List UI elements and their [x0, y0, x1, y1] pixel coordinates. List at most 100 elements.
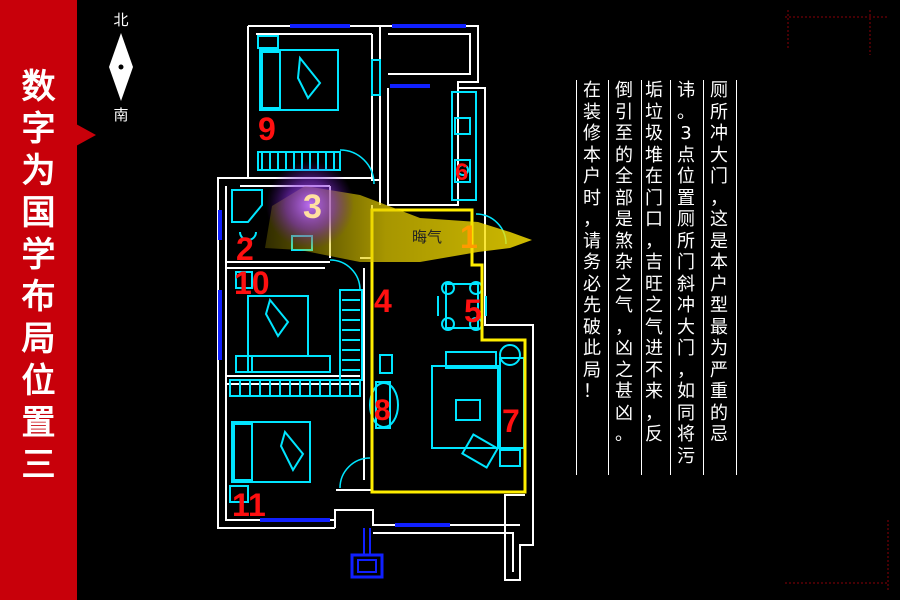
text-char: 反: [645, 424, 663, 445]
text-char: 之: [615, 359, 633, 381]
text-char: 垃: [645, 101, 663, 123]
text-char: 破: [583, 316, 601, 338]
text-char: 门: [645, 187, 663, 209]
text-char: 装: [583, 101, 601, 123]
text-char: 型: [710, 295, 728, 316]
text-char: 门: [710, 166, 728, 187]
text-char: 部: [615, 187, 633, 209]
text-char: 将: [677, 424, 695, 445]
text-char: 所: [710, 101, 728, 123]
text-char: 口: [645, 209, 663, 230]
title-char: 位: [21, 361, 56, 401]
compass-icon: [109, 33, 133, 101]
title-suffix: 三: [21, 445, 56, 485]
position-number-9: 9: [258, 111, 276, 147]
text-char: 置: [677, 187, 695, 209]
text-char: ，: [645, 230, 663, 252]
text-char: 点: [677, 144, 695, 166]
text-char: 甚: [615, 381, 633, 402]
text-char: 厕: [710, 80, 728, 101]
text-char: 进: [645, 338, 663, 359]
position-number-1: 1: [460, 219, 478, 255]
text-char: 冲: [710, 123, 728, 144]
text-char: 所: [677, 230, 695, 252]
text-char: 先: [583, 295, 601, 316]
text-char: 最: [710, 316, 728, 338]
text-char: 吉: [645, 252, 663, 273]
text-char: ！: [583, 381, 601, 402]
purple-glow-toilet-door: [266, 161, 354, 249]
title-char: 置: [21, 403, 56, 443]
text-char: 圾: [645, 123, 663, 144]
text-char: 忌: [710, 424, 728, 445]
text-column-4: 倒引至的全部是煞杂之气，凶之甚凶。: [612, 80, 636, 446]
compass-north-label: 北: [113, 11, 128, 29]
text-char: 的: [615, 144, 633, 166]
title-sidebar: 数 字 为 国 学 布 局 位 置 三: [0, 0, 77, 600]
text-char: 引: [615, 101, 633, 123]
text-char: 必: [583, 273, 601, 295]
text-char: 堆: [645, 144, 663, 166]
text-column-3: 垢垃圾堆在门口，吉旺之气进不来，反: [642, 80, 666, 446]
text-char: 时: [583, 187, 601, 209]
windows: [218, 24, 466, 527]
text-char: 煞: [615, 230, 633, 252]
column-divider: [608, 80, 609, 475]
balcony-fixture: [350, 553, 384, 579]
text-char: 讳: [677, 80, 695, 101]
text-char: 之: [645, 295, 663, 316]
position-number-4: 4: [374, 283, 392, 319]
text-char: 大: [710, 144, 728, 166]
text-char: 这: [710, 209, 728, 230]
text-column-5: 在装修本户时，请务必先破此局！: [580, 80, 604, 403]
column-divider: [703, 80, 704, 475]
text-char: 门: [677, 338, 695, 359]
text-char: ，: [677, 359, 695, 381]
text-char: 在: [645, 166, 663, 187]
text-char: 为: [710, 338, 728, 359]
title-char: 学: [21, 235, 56, 275]
corner-frame-decoration: [785, 10, 889, 590]
text-column-1: 厕所冲大门，这是本户型最为严重的忌: [707, 80, 731, 446]
text-char: 请: [583, 230, 601, 252]
position-number-5: 5: [464, 293, 482, 329]
text-char: 之: [615, 273, 633, 295]
title-char: 数: [21, 67, 56, 107]
text-char: 户: [710, 273, 728, 295]
position-number-6: 6: [455, 159, 468, 186]
title-char: 为: [21, 151, 56, 191]
text-char: 本: [583, 144, 601, 166]
text-char: 污: [677, 445, 695, 467]
column-divider: [670, 80, 671, 475]
title-char: 国: [21, 193, 56, 233]
sidebar-title: 数 字 为 国 学 布 局 位 置 三: [0, 66, 77, 486]
text-char: 厕: [677, 209, 695, 230]
text-char: 来: [645, 381, 663, 402]
position-number-8: 8: [374, 394, 391, 427]
position-numbers: 1 2 3 4 5 6 7 8 9 10 11: [232, 111, 520, 523]
compass-south-label: 南: [113, 106, 128, 124]
position-number-7: 7: [502, 403, 520, 439]
text-char: 凶: [615, 338, 633, 359]
column-divider: [576, 80, 577, 475]
text-char: 本: [710, 252, 728, 273]
text-char: 倒: [615, 80, 633, 101]
text-char: 务: [583, 252, 601, 273]
position-number-10: 10: [234, 265, 270, 301]
text-char: 凶: [615, 402, 633, 424]
text-char: 气: [615, 295, 633, 316]
text-char: 不: [645, 359, 663, 381]
bad-air-label: 晦气: [412, 228, 442, 246]
text-char: 旺: [645, 273, 663, 295]
text-char: ，: [583, 209, 601, 230]
text-char: 冲: [677, 295, 695, 316]
text-char: ，: [710, 187, 728, 209]
text-char: 同: [677, 402, 695, 424]
text-char: 位: [677, 166, 695, 187]
text-char: 严: [710, 359, 728, 381]
sidebar-pointer-arrow: [76, 124, 96, 146]
title-char: 布: [21, 277, 56, 317]
position-number-3: 3: [303, 188, 322, 226]
text-char: 至: [615, 123, 633, 144]
